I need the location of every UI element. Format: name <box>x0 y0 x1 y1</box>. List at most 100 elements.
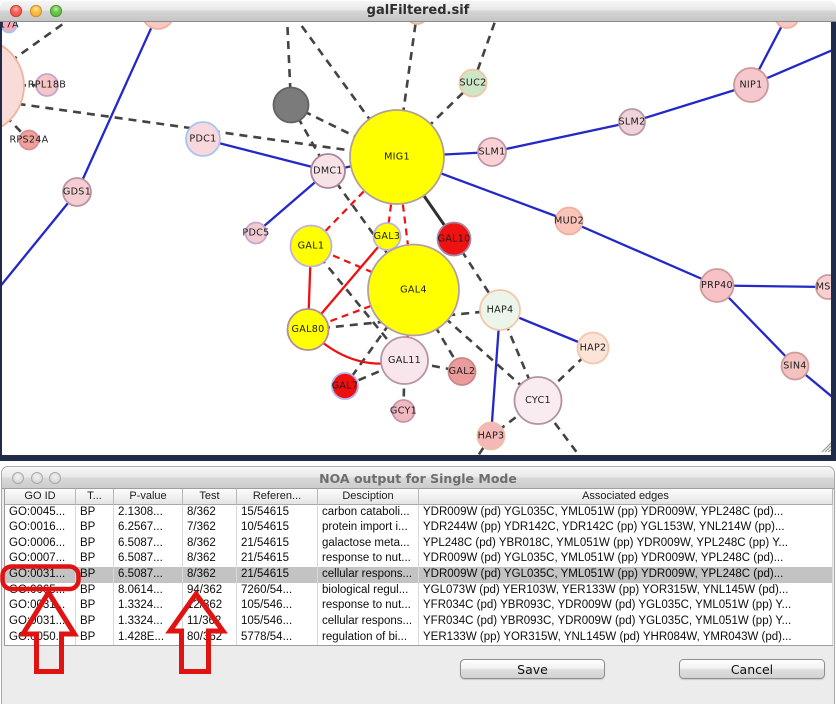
edge-HAP4-HAP3[interactable] <box>489 309 502 437</box>
node-NIP1[interactable] <box>733 67 769 103</box>
edge-SLM1-SLM2[interactable] <box>491 120 633 154</box>
cell: regulation of bi... <box>318 629 419 646</box>
minimize-button[interactable] <box>30 5 42 17</box>
edge-GAL80-HAP4[interactable] <box>307 308 501 331</box>
node-RPL18B[interactable] <box>35 73 59 97</box>
node-GAL4[interactable] <box>367 243 460 337</box>
node-GCY1[interactable] <box>391 399 416 423</box>
node-PDC1[interactable] <box>185 121 221 157</box>
edge-GAL11-GAL7[interactable] <box>344 359 406 388</box>
node-GDS1[interactable] <box>62 177 92 207</box>
cell: BP <box>76 551 114 568</box>
noa-minimize-button[interactable] <box>30 472 43 484</box>
node-PRP40[interactable] <box>699 268 735 303</box>
edge-GAL1-GAL11[interactable] <box>309 245 406 362</box>
node-label-DMC1: DMC1 <box>313 166 343 177</box>
edge-bignode-RPS24A[interactable] <box>0 86 30 141</box>
node-GAL3[interactable] <box>372 222 402 251</box>
edge-bignode-e_big[interactable] <box>0 22 74 86</box>
column-header-desciption[interactable]: Desciption <box>318 489 419 505</box>
cell: 7/362 <box>183 520 237 536</box>
edge-MUD2-PRP40[interactable] <box>568 219 718 287</box>
node-topnode3[interactable] <box>775 22 799 29</box>
noa-zoom-button[interactable] <box>49 472 61 484</box>
node-DMC1[interactable] <box>310 153 346 189</box>
node-PDC5[interactable] <box>244 221 268 245</box>
node-label-GAL80: GAL80 <box>291 324 324 335</box>
column-header-test[interactable]: Test <box>183 489 237 505</box>
edge-MIG1-topnode2[interactable] <box>395 22 418 158</box>
node-label-PRP40: PRP40 <box>701 280 733 291</box>
cell: YPL248C (pd) YBR018C, YML051W (pp) YDR00… <box>419 535 833 552</box>
edge-topnode1-GDS1[interactable] <box>75 22 158 193</box>
column-header-associatededges[interactable]: Associated edges <box>419 489 833 505</box>
node-GAL2[interactable] <box>447 357 477 386</box>
node-topnode1[interactable] <box>142 22 174 30</box>
node-label-PDC1: PDC1 <box>189 134 216 145</box>
node-MSI1[interactable] <box>815 274 836 300</box>
save-button[interactable]: Save <box>460 659 605 679</box>
close-button[interactable] <box>10 5 22 17</box>
edge-DMC1-GAL4[interactable] <box>326 170 415 291</box>
noa-window-titlebar[interactable]: NOA output for Single Mode <box>2 467 834 489</box>
node-17A[interactable] <box>2 22 18 34</box>
cell: 8/362 <box>183 504 237 521</box>
node-RPS24A[interactable] <box>18 129 40 151</box>
node-SLM2[interactable] <box>618 108 646 136</box>
zoom-button[interactable] <box>50 5 62 17</box>
node-bignode[interactable] <box>0 38 25 134</box>
node-graynode[interactable] <box>272 86 310 124</box>
node-CYC1[interactable] <box>513 376 563 425</box>
edge-e_big2-MIG1[interactable] <box>0 98 398 159</box>
node-GAL11[interactable] <box>380 336 429 385</box>
node-HAP2[interactable] <box>576 331 610 365</box>
cell: 80/362 <box>183 629 237 646</box>
edge-SUC2-e_suc2[interactable] <box>471 22 497 84</box>
cell: GO:0045... <box>5 504 76 521</box>
node-GAL10[interactable] <box>436 221 472 257</box>
edge-MIG1-GAL1[interactable] <box>310 156 398 247</box>
edge-PRP40-SIN4[interactable] <box>716 284 796 367</box>
cell: GO:0065... <box>5 582 76 599</box>
node-MIG1[interactable] <box>349 109 445 205</box>
node-MUD2[interactable] <box>554 206 584 236</box>
edge-PRP40-MSI1[interactable] <box>716 284 829 289</box>
cell: cellular respons... <box>318 613 419 630</box>
node-SLM1[interactable] <box>477 137 507 167</box>
cell: GO:0006... <box>5 535 76 552</box>
network-graph: 17ARPL18BRPS24AGDS1PDC1PDC5DMC1MIG1SUC2S… <box>0 22 836 455</box>
edge-GDS1-e_gds1[interactable] <box>0 191 78 294</box>
noa-window-title: NOA output for Single Mode <box>319 471 517 486</box>
noa-close-button[interactable] <box>12 472 24 484</box>
edge-PDC1-DMC1[interactable] <box>202 137 329 173</box>
column-header-pvalue[interactable]: P-value <box>114 489 183 505</box>
node-GAL1[interactable] <box>289 224 333 268</box>
column-header-goid[interactable]: GO ID <box>5 489 76 505</box>
node-GAL80[interactable] <box>286 308 330 351</box>
node-SUC2[interactable] <box>458 68 488 98</box>
edge-SLM2-NIP1[interactable] <box>631 83 752 124</box>
node-HAP4[interactable] <box>479 289 521 331</box>
node-GAL7[interactable] <box>331 372 359 400</box>
cancel-button[interactable]: Cancel <box>679 659 825 679</box>
column-header-referen[interactable]: Referen... <box>237 489 318 505</box>
column-header-t[interactable]: T... <box>76 489 114 505</box>
node-SIN4[interactable] <box>780 351 810 381</box>
resize-grip[interactable] <box>821 442 832 453</box>
node-topnode2[interactable] <box>406 22 428 25</box>
node-label-17A: 17A <box>0 22 19 31</box>
network-window-titlebar[interactable]: galFiltered.sif <box>0 0 836 22</box>
node-HAP3[interactable] <box>476 421 506 451</box>
